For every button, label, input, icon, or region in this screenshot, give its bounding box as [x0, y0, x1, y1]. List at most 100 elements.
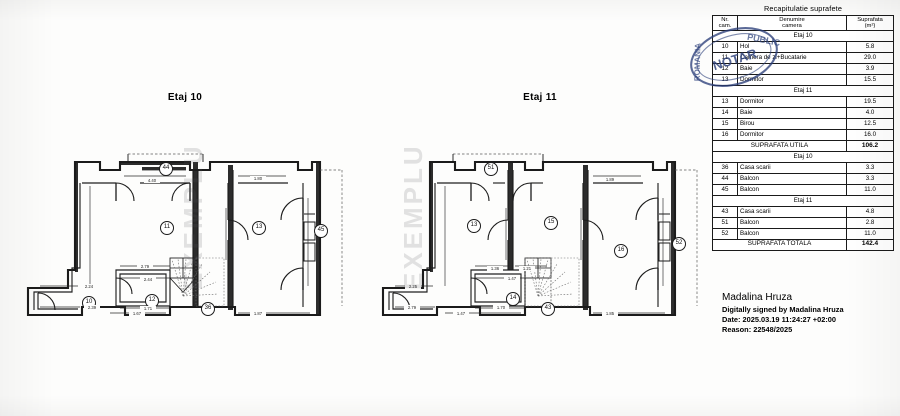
- recap-table: Nr. cam. Denumire camera Suprafata (m²) …: [712, 14, 894, 251]
- dimension-label: 1.80: [250, 176, 266, 181]
- cell-nr: 10: [712, 41, 738, 54]
- cell-nr: 15: [712, 118, 738, 131]
- dimension-label: 1.70: [493, 305, 509, 310]
- dimension-label: 2.39: [84, 305, 100, 310]
- header-area: Suprafata (m²): [846, 14, 894, 32]
- signature-signed-by: Digitally signed by Madalina Hruza: [722, 305, 844, 314]
- table-header-row: Nr. cam. Denumire camera Suprafata (m²): [712, 14, 894, 32]
- room-number-marker: 51: [484, 162, 498, 176]
- floor-section-label: Etaj 11: [712, 194, 894, 207]
- cell-area: 3.3: [846, 161, 894, 174]
- cell-nr: 45: [712, 183, 738, 196]
- cell-name: Birou: [737, 118, 847, 131]
- cell-name: Balcon: [737, 227, 847, 240]
- cell-area: 5.8: [846, 41, 894, 54]
- cell-name: Dormitor: [737, 96, 847, 109]
- plan-title-etaj-11: Etaj 11: [523, 92, 557, 103]
- cell-name: Baie: [737, 107, 847, 120]
- floor-section-label: Etaj 11: [712, 85, 894, 98]
- cell-name: Balcon: [737, 216, 847, 229]
- header-nr: Nr. cam.: [712, 14, 738, 32]
- floor-plan-etaj-10: Etaj 10: [20, 92, 350, 317]
- total-row-label: SUPRAFATA TOTALA: [712, 238, 847, 251]
- signature-reason: Reason: 22548/2025: [722, 324, 793, 334]
- header-name-line1: Denumire: [779, 16, 805, 23]
- cell-area: 16.0: [846, 129, 894, 142]
- header-name: Denumire camera: [737, 14, 847, 32]
- dimension-label: 1.87: [250, 311, 266, 316]
- cell-name: Balcon: [737, 183, 847, 196]
- dimension-label: 1.21: [519, 266, 535, 271]
- cell-name: Balcon: [737, 172, 847, 185]
- room-number-marker: 43: [541, 302, 555, 316]
- dimension-label: 1.71: [140, 306, 156, 311]
- cell-name: Dormitor: [737, 129, 847, 142]
- recap-title: Recapitulatie suprafete: [763, 4, 843, 13]
- dimension-label: 1.36: [487, 266, 503, 271]
- plan-drawing-etaj-11: [381, 153, 698, 317]
- room-number-marker: 36: [201, 302, 215, 316]
- stamp-text-side: ROMANIA: [693, 43, 703, 82]
- cell-area: 3.9: [846, 63, 894, 76]
- cell-name: Casa scarii: [737, 205, 847, 218]
- recap-table-head: Nr. cam. Denumire camera Suprafata (m²): [712, 14, 894, 32]
- dimension-label: 2.44: [140, 277, 156, 282]
- cell-nr: 36: [712, 161, 738, 174]
- cell-area: 15.5: [846, 74, 894, 87]
- header-nr-line1: Nr.: [721, 16, 729, 23]
- header-name-line2: camera: [782, 23, 802, 30]
- dimension-label: 2.24: [81, 284, 97, 289]
- cell-nr: 14: [712, 107, 738, 120]
- recap-table-block: Recapitulatie suprafete Nr. cam. Denumir…: [712, 4, 894, 251]
- floor-section-row: Etaj 10: [712, 30, 894, 43]
- dimension-label: 1.85: [602, 311, 618, 316]
- signature-date: Date: 2025.03.19 11:24:27 +02:00: [722, 314, 837, 324]
- room-number-marker: 14: [506, 292, 520, 306]
- plan-title-etaj-10: Etaj 10: [167, 92, 203, 103]
- cell-area: 19.5: [846, 96, 894, 109]
- plan-drawing-etaj-10: [26, 153, 343, 317]
- total-row-value: 142.4: [846, 238, 894, 251]
- cell-area: 11.0: [846, 227, 894, 240]
- cell-nr: 16: [712, 129, 738, 142]
- room-number-marker: 44: [159, 162, 173, 176]
- cell-area: 3.3: [846, 172, 894, 185]
- header-nr-line2: cam.: [718, 23, 732, 30]
- room-number-marker: 52: [672, 237, 686, 251]
- cell-area: 4.8: [846, 205, 894, 218]
- cell-nr: 43: [712, 205, 738, 218]
- dimension-label: 1.47: [453, 311, 469, 316]
- floor-section-label: Etaj 10: [712, 151, 894, 163]
- header-area-line2: (m²): [864, 23, 876, 30]
- cell-area: 29.0: [846, 52, 894, 65]
- floor-section-row: Etaj 11: [712, 194, 894, 207]
- floor-section-row: Etaj 10: [712, 151, 894, 163]
- cell-name: Hol: [737, 41, 847, 54]
- dimension-label: 4.40: [144, 178, 160, 183]
- floor-section-row: Etaj 11: [712, 85, 894, 98]
- dimension-label: 2.25: [405, 284, 421, 289]
- cell-nr: 12: [712, 63, 738, 76]
- cell-nr: 13: [712, 96, 738, 109]
- dimension-label: 1.47: [504, 276, 520, 281]
- subtotal-row-value: 106.2: [846, 140, 894, 152]
- cell-nr: 11: [712, 52, 738, 65]
- subtotal-row-label: SUPRAFATA UTILA: [712, 140, 847, 152]
- cell-area: 2.8: [846, 216, 894, 229]
- cell-name: Baie: [737, 63, 847, 76]
